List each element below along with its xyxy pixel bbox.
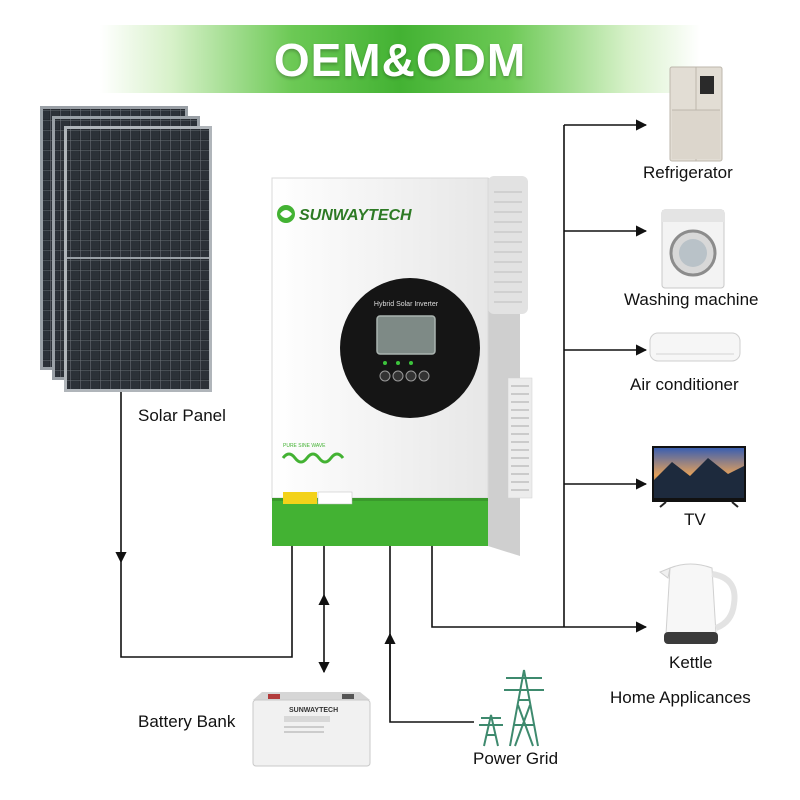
banner-background bbox=[100, 25, 700, 93]
inverter-icon bbox=[271, 176, 533, 556]
appliance-label-washing-machine: Washing machine bbox=[624, 290, 759, 309]
inverter-brand: SUNWAYTECH bbox=[299, 207, 412, 224]
solar-panel-icon bbox=[40, 106, 212, 392]
battery-bank-label: Battery Bank bbox=[138, 712, 236, 731]
appliance-label-refrigerator: Refrigerator bbox=[643, 163, 733, 182]
battery-brand: SUNWAYTECH bbox=[289, 707, 338, 714]
banner: OEM&ODM bbox=[100, 25, 700, 93]
battery-icon bbox=[252, 692, 371, 767]
kettle-icon bbox=[658, 563, 738, 644]
air-conditioner-icon bbox=[649, 332, 741, 362]
appliance-label-air-conditioner: Air conditioner bbox=[630, 375, 739, 394]
home-appliances-label: Home Applicances bbox=[610, 688, 751, 707]
power-grid-label: Power Grid bbox=[473, 749, 559, 768]
banner-title: OEM&ODM bbox=[273, 34, 527, 86]
appliance-label-kettle: Kettle bbox=[669, 653, 713, 672]
tv-icon bbox=[652, 446, 746, 508]
refrigerator-icon bbox=[669, 66, 723, 162]
washing-machine-icon bbox=[661, 209, 725, 289]
appliance-label-tv: TV bbox=[684, 510, 706, 529]
solar-panel-label: Solar Panel bbox=[138, 406, 226, 425]
inverter-panel-label: Hybrid Solar Inverter bbox=[374, 301, 439, 308]
power-grid-icon bbox=[479, 669, 544, 747]
inverter-sine-label: PURE SINE WAVE bbox=[283, 443, 326, 449]
connection-lines bbox=[115, 119, 648, 723]
